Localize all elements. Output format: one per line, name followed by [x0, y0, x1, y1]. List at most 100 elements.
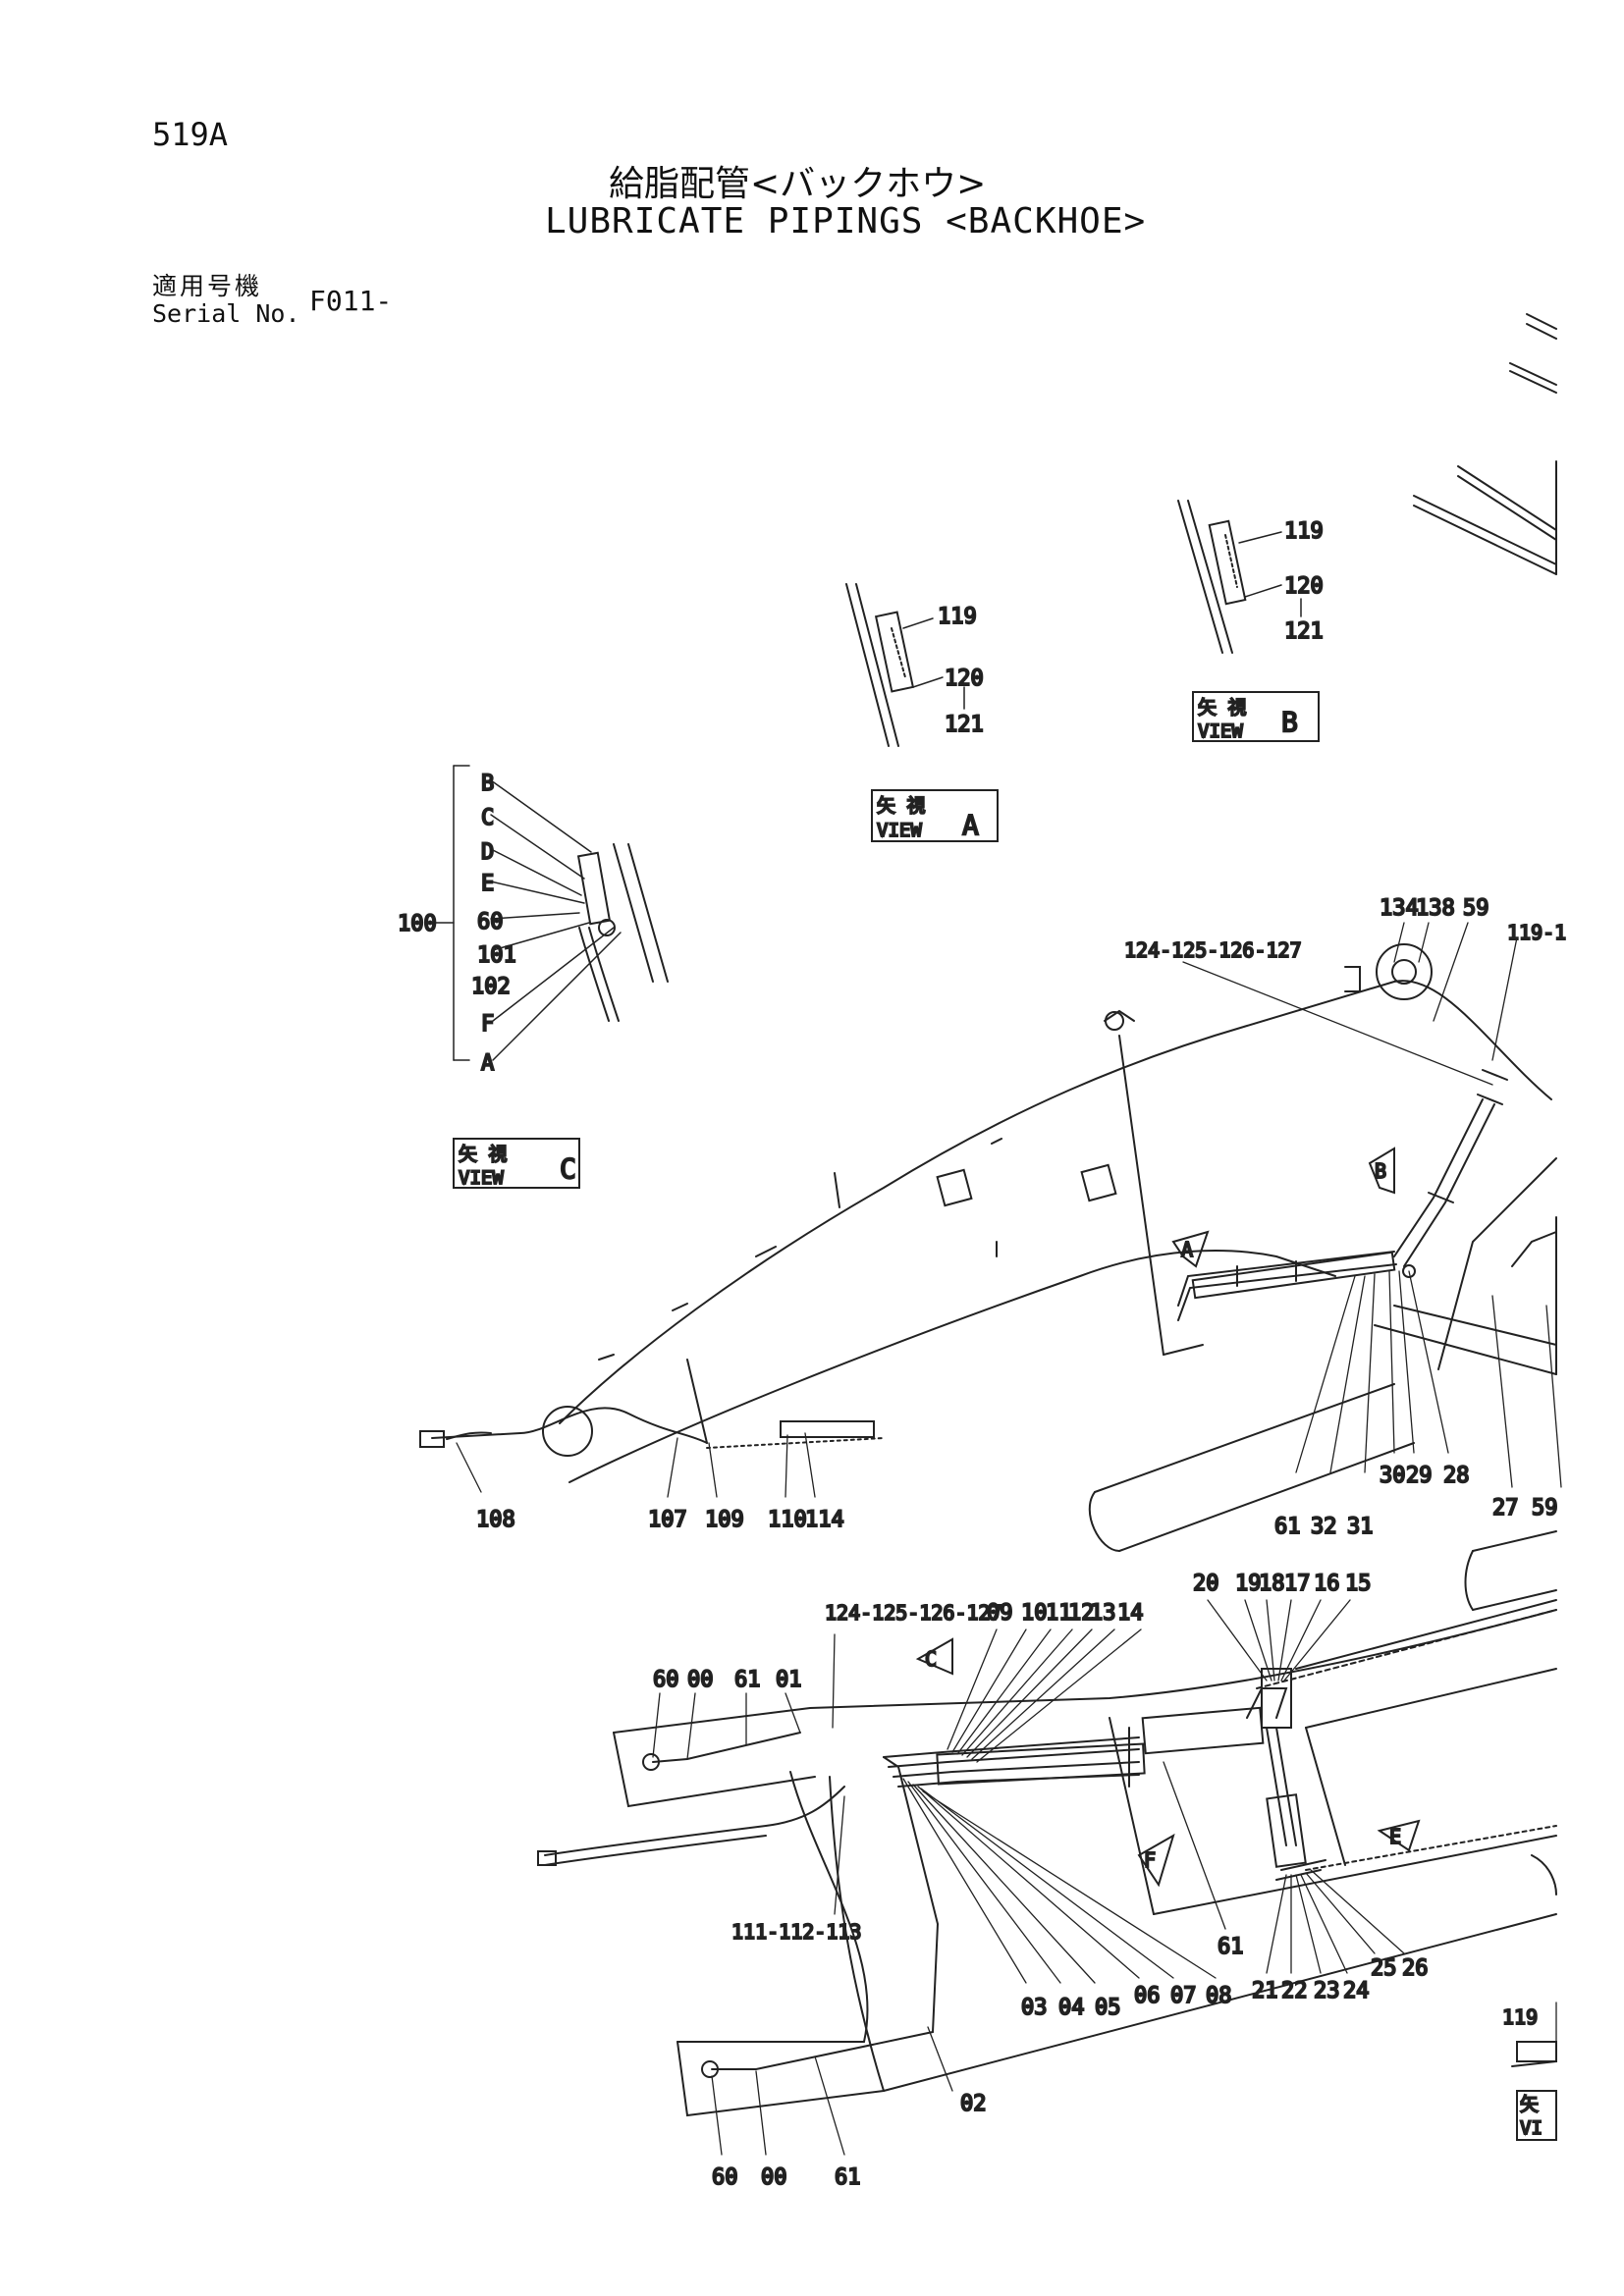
- boom-callout: 61: [1218, 1935, 1244, 1959]
- arm-callout: 119-1: [1507, 921, 1566, 944]
- view-a-box: [871, 789, 999, 842]
- view-a-callout: 120: [945, 667, 984, 691]
- view-a-detail: [845, 583, 965, 747]
- edge-view-detail: [1511, 2002, 1557, 2141]
- flow-arrow-f: [1137, 1833, 1175, 1888]
- view-b-label-en: VIEW: [1198, 721, 1243, 742]
- view-c-callout: 101: [477, 943, 516, 968]
- edge-view-label-jp: 矢: [1520, 2094, 1539, 2115]
- boom-callout: 111-112-113: [731, 1920, 861, 1944]
- boom-callout: 04: [1058, 1996, 1085, 2020]
- arm-callout: 31: [1347, 1515, 1374, 1539]
- boom-callout: 14: [1117, 1601, 1144, 1626]
- view-c-label-jp: 矢 視: [459, 1144, 507, 1165]
- view-c-detail: [431, 765, 669, 1061]
- boom-callout: 60: [712, 2165, 738, 2190]
- boom-callout: 02: [960, 2092, 987, 2116]
- view-c-box: [453, 1138, 580, 1189]
- boom-callout: 08: [1206, 1984, 1232, 2008]
- boom-callout: 03: [1021, 1996, 1048, 2020]
- page-number: 519A: [152, 116, 229, 153]
- view-a-label-en: VIEW: [877, 820, 922, 841]
- boom-assembly: [537, 1530, 1557, 2117]
- boom-callout: 18: [1259, 1572, 1285, 1596]
- view-a-callout: 119: [938, 605, 977, 629]
- boom-callout: 21: [1252, 1979, 1278, 2003]
- title-japanese: 給脂配管<バックホウ>: [609, 164, 987, 204]
- boom-callout: 07: [1170, 1984, 1197, 2008]
- boom-callout: 60: [653, 1668, 679, 1692]
- view-b-label-jp: 矢 視: [1198, 697, 1246, 719]
- arm-callout: 59: [1463, 896, 1489, 921]
- view-b-callout: 121: [1284, 619, 1324, 644]
- boom-callout: 19: [1235, 1572, 1262, 1596]
- boom-callout: 11: [1046, 1601, 1072, 1626]
- view-c-callout: 60: [477, 910, 504, 934]
- edge-view-callout: 119: [1502, 2005, 1538, 2029]
- title-english: LUBRICATE PIPINGS <BACKHOE>: [545, 201, 1147, 241]
- boom-callout: 13: [1090, 1601, 1116, 1626]
- flow-arrow-c: [915, 1637, 953, 1676]
- boom-callout: 00: [687, 1668, 714, 1692]
- arm-callout: 29: [1406, 1464, 1433, 1488]
- boom-callout: 22: [1281, 1979, 1308, 2003]
- arm-callout: 108: [476, 1508, 515, 1532]
- flow-arrow-b-letter: B: [1375, 1159, 1386, 1183]
- arm-callout: 28: [1443, 1464, 1470, 1488]
- view-a-letter: A: [962, 809, 979, 841]
- flow-arrow-c-letter: C: [925, 1647, 937, 1671]
- arm-callout: 107: [648, 1508, 687, 1532]
- arm-assembly: [419, 943, 1557, 1552]
- boom-callout: 01: [776, 1668, 802, 1692]
- boom-callout: 25: [1371, 1956, 1397, 1981]
- boom-callout: 10: [1021, 1601, 1048, 1626]
- view-b-callout: 119: [1284, 519, 1324, 544]
- flow-arrow-b: [1368, 1147, 1395, 1195]
- view-c-label-en: VIEW: [459, 1167, 504, 1189]
- view-b-box: [1192, 691, 1320, 742]
- boom-callout: 26: [1402, 1956, 1429, 1981]
- flow-arrow-f-letter: F: [1144, 1848, 1156, 1872]
- arm-callout-leaders: [456, 922, 1562, 1498]
- serial-label-japanese: 適用号機: [152, 272, 263, 300]
- view-b-letter: B: [1281, 706, 1298, 738]
- arm-callout: 30: [1380, 1464, 1406, 1488]
- boom-callout: 12: [1068, 1601, 1095, 1626]
- flow-arrow-a: [1171, 1230, 1210, 1268]
- boom-callout: 61: [734, 1668, 761, 1692]
- boom-callout: 15: [1345, 1572, 1372, 1596]
- flow-arrow-e-letter: E: [1389, 1825, 1401, 1848]
- arm-callout: 134: [1380, 896, 1419, 921]
- view-b-callout: 120: [1284, 574, 1324, 599]
- view-c-callout: A: [481, 1051, 494, 1076]
- boom-callout: 00: [761, 2165, 787, 2190]
- view-a-label-jp: 矢 視: [877, 795, 925, 817]
- boom-callout: 16: [1314, 1572, 1340, 1596]
- arm-callout: 114: [805, 1508, 844, 1532]
- view-b-detail: [1177, 500, 1302, 654]
- arm-callout: 138: [1416, 896, 1455, 921]
- boom-callout: 09: [987, 1601, 1013, 1626]
- arm-callout: 109: [705, 1508, 744, 1532]
- frame-edge-lines: [1413, 313, 1557, 575]
- view-c-group-callout: 100: [398, 912, 437, 936]
- view-c-letter: C: [560, 1152, 576, 1185]
- flow-arrow-e: [1377, 1819, 1421, 1852]
- boom-callout: 05: [1095, 1996, 1121, 2020]
- boom-callout: 61: [835, 2165, 861, 2190]
- arm-callout: 27: [1492, 1496, 1519, 1521]
- serial-label-english: Serial No.: [152, 299, 300, 328]
- view-c-callout: D: [481, 840, 494, 865]
- arm-callout: 124-125-126-127: [1124, 938, 1302, 962]
- boom-callout: 17: [1284, 1572, 1311, 1596]
- view-a-callout: 121: [945, 713, 984, 737]
- arm-callout: 59: [1532, 1496, 1558, 1521]
- boom-callout: 23: [1314, 1979, 1340, 2003]
- flow-arrow-a-letter: A: [1181, 1238, 1193, 1261]
- serial-number-value: F011-: [309, 285, 393, 317]
- view-c-callout: B: [481, 772, 494, 796]
- view-c-callout: C: [481, 806, 494, 830]
- boom-callout-leaders: [652, 1599, 1405, 2156]
- boom-callout: 20: [1193, 1572, 1219, 1596]
